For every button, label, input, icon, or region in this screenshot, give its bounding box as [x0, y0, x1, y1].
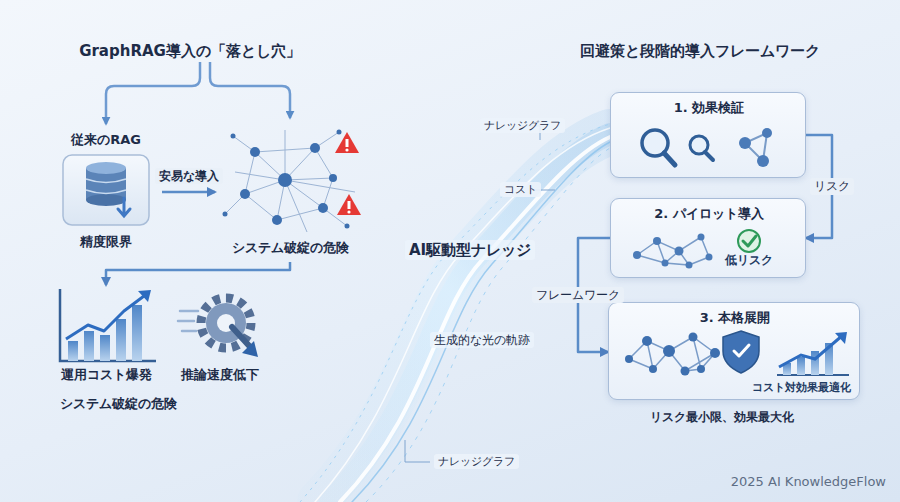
- connector-label: リスク: [810, 178, 854, 194]
- pilot-icons: [629, 227, 789, 275]
- verification-icons: [633, 123, 793, 173]
- band-label: ナレッジグラフ: [434, 454, 519, 469]
- page-title: GraphRAG導入の「落とし穴」: [79, 42, 301, 60]
- band-label: 生成的な光の軌跡: [430, 332, 534, 348]
- node-title: 3. 本格展開: [700, 310, 771, 326]
- node-title: システム破綻の危険: [232, 240, 349, 256]
- group-caption: システム破綻の危険: [60, 396, 177, 412]
- step-box: 3. 本格展開コスト対効果最適化: [608, 302, 860, 400]
- risk-node: 推論速度低下: [172, 285, 268, 387]
- summary-note: リスク最小限、効果最大化: [650, 410, 794, 424]
- connector-arrow: [162, 191, 215, 194]
- node-title: 1. 効果検証: [674, 100, 745, 116]
- system-node: 従来のRAG 精度限界: [50, 130, 162, 258]
- database-icon: [62, 154, 152, 228]
- step-box: 1. 効果検証: [610, 92, 806, 178]
- band-title: AI駆動型ナレッジ: [405, 240, 535, 260]
- node-text: 低リスク: [725, 253, 773, 267]
- section-heading: 回避策と段階的導入フレームワーク: [580, 42, 820, 60]
- step-box: 2. パイロット導入低リスク: [610, 198, 806, 278]
- broken-network-icon: [215, 122, 365, 238]
- connector-label: フレームワーク: [532, 287, 624, 303]
- band-label: コスト: [500, 182, 541, 197]
- node-title: 運用コスト爆発: [61, 367, 152, 383]
- node-text: 精度限界: [80, 234, 132, 250]
- node-title: 従来のRAG: [71, 132, 141, 148]
- watermark: 2025 AI KnowledgeFlow: [731, 474, 886, 490]
- risk-node: システム破綻の危険: [215, 122, 365, 262]
- node-title: 2. パイロット導入: [654, 206, 764, 222]
- connector-label: 安易な導入: [155, 168, 223, 184]
- risk-node: 運用コスト爆発: [50, 285, 162, 387]
- band-label: ナレッジグラフ: [480, 118, 565, 133]
- cost-chart-icon: [54, 285, 160, 365]
- deployment-icons: [623, 329, 853, 379]
- gear-slowdown-icon: [176, 287, 266, 363]
- node-text: コスト対効果最適化: [752, 381, 851, 394]
- node-title: 推論速度低下: [181, 367, 259, 383]
- connector-arrow: [106, 262, 290, 285]
